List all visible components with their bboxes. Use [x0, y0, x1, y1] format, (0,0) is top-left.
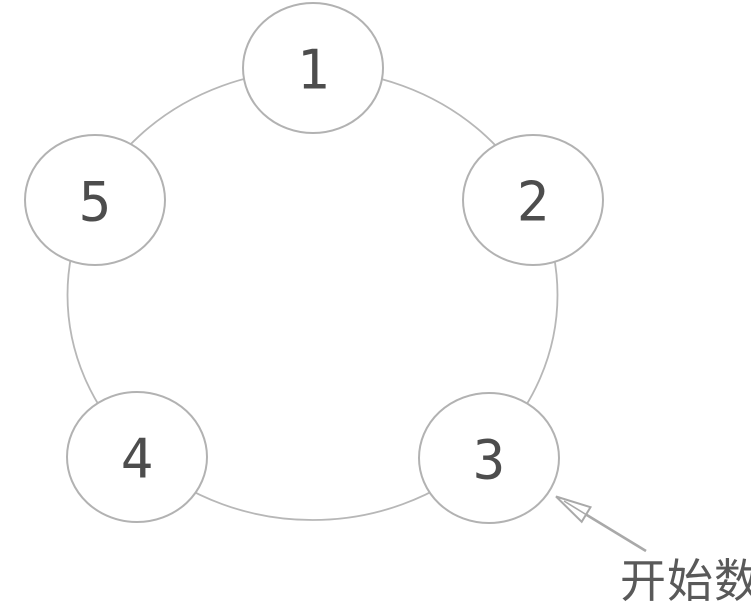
- node-1: 1: [242, 2, 384, 134]
- start-label: 开始数: [620, 554, 751, 603]
- node-label: 4: [121, 428, 154, 491]
- arrowhead-spine: [563, 500, 587, 516]
- node-label: 2: [517, 171, 550, 234]
- node-4: 4: [66, 391, 208, 523]
- node-circle: [242, 2, 384, 134]
- node-circle: [24, 134, 166, 266]
- node-label: 5: [79, 171, 112, 234]
- node-circle: [418, 392, 560, 524]
- node-circle: [462, 134, 604, 266]
- arrow-shaft: [585, 513, 647, 553]
- node-label: 1: [297, 39, 330, 102]
- node-5: 5: [24, 134, 166, 266]
- nodes-group: 1 2 3 4 5: [24, 2, 604, 524]
- node-2: 2: [462, 134, 604, 266]
- node-3: 3: [418, 392, 560, 524]
- node-circle: [66, 391, 208, 523]
- node-label: 3: [473, 429, 506, 492]
- start-pointer-arrow: [555, 495, 647, 553]
- arrowhead-icon: [555, 495, 593, 524]
